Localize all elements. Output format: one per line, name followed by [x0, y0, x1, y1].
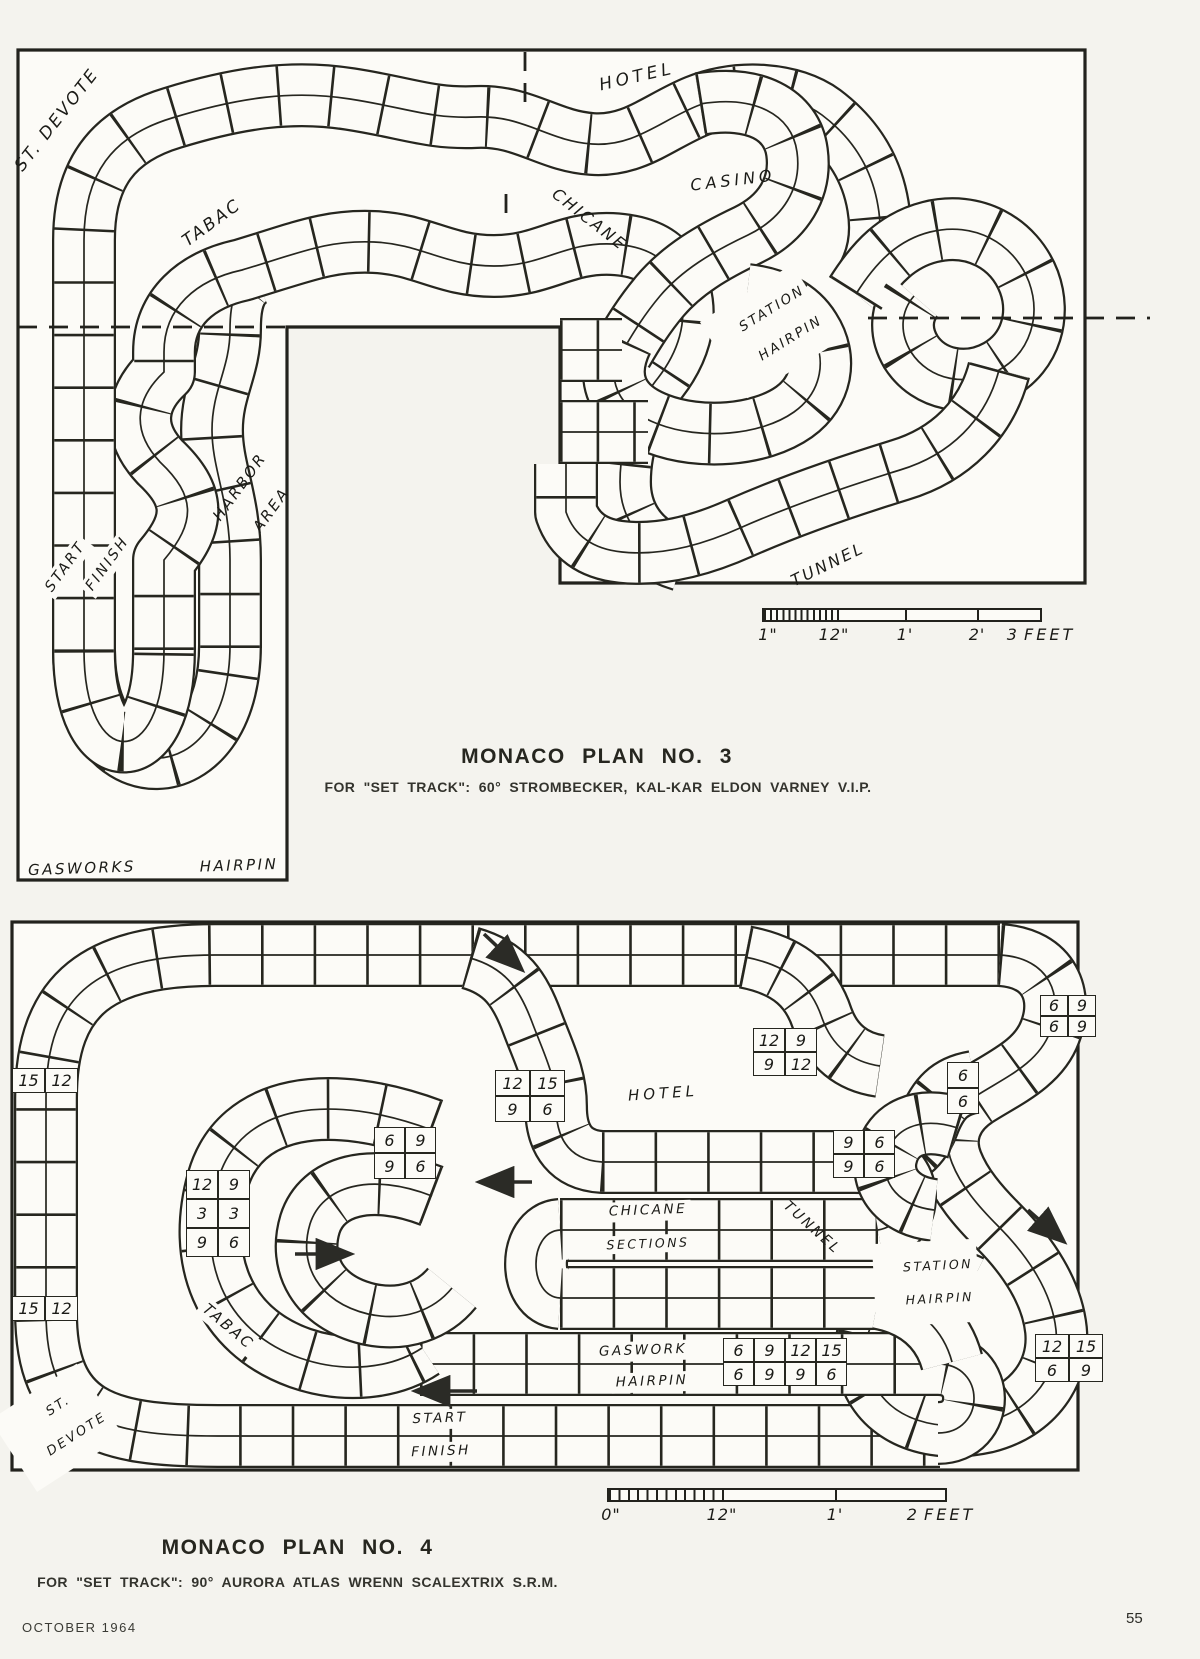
- radius-cell: 6: [947, 1062, 979, 1088]
- direction-arrow: [482, 932, 526, 973]
- plan4-label-chicane: CHICANE: [604, 1199, 692, 1223]
- radius-cell: 15: [816, 1338, 847, 1362]
- radius-cell: 6: [1035, 1358, 1069, 1382]
- plan3-scale-divider-1ft: [905, 610, 907, 620]
- radius-cell: 15: [1069, 1334, 1103, 1358]
- radius-cell: 15: [12, 1068, 45, 1093]
- radius-group-top-right-corner: 6 9 6 9: [1040, 995, 1096, 1037]
- radius-cell: 12: [785, 1338, 816, 1362]
- radius-cell: 12: [495, 1070, 530, 1096]
- radius-group-station-corner: 12 15 6 9: [1035, 1334, 1103, 1382]
- plan3-label-harbor-line2: AREA: [248, 483, 293, 535]
- plan4-label-finish: FINISH: [406, 1441, 476, 1463]
- radius-cell: 6: [374, 1127, 405, 1153]
- plan4-scale-divider-1ft: [835, 1490, 837, 1500]
- direction-arrow: [1026, 1206, 1068, 1245]
- plan3-label-gasworks-hairpin: HAIRPIN: [199, 854, 279, 876]
- radius-cell: 9: [785, 1028, 817, 1052]
- plan4-scale-inch-hatch: [609, 1490, 724, 1500]
- plan4-subtitle: FOR "SET TRACK": 90° AURORA ATLAS WRENN …: [37, 1574, 558, 1590]
- radius-cell: 6: [723, 1338, 754, 1362]
- radius-group-left-upper: 15 12: [12, 1068, 78, 1093]
- radius-group-gaswork-hairpin: 6 9 12 15 6 9 9 6: [723, 1338, 847, 1386]
- plan3-scale-tick-3ft: 3 FEET: [1007, 625, 1075, 644]
- plan4-label-station-line1: STATION: [902, 1256, 974, 1275]
- plan3-scale-unit: FEET: [1024, 625, 1076, 644]
- plan4-label-gaswork: GASWORK: [594, 1339, 692, 1363]
- radius-cell: 9: [754, 1362, 785, 1386]
- radius-cell: 6: [218, 1228, 250, 1257]
- plan4-scale-tick-0in: 0": [601, 1505, 621, 1524]
- plan4-label-start: START: [408, 1408, 472, 1430]
- radius-cell: 15: [12, 1296, 45, 1321]
- plan3-scale-tick-12in: 12": [818, 625, 850, 644]
- radius-cell: 6: [723, 1362, 754, 1386]
- radius-cell: 9: [1069, 1358, 1103, 1382]
- radius-cell: 6: [1040, 995, 1068, 1016]
- radius-group-left-lower: 15 12: [12, 1296, 78, 1321]
- radius-group-hotel-left: 12 15 9 6: [495, 1070, 565, 1122]
- radius-cell: 6: [405, 1153, 436, 1179]
- radius-cell: 9: [186, 1228, 218, 1257]
- radius-cell: 9: [753, 1052, 785, 1076]
- radius-cell: 12: [1035, 1334, 1069, 1358]
- radius-cell: 9: [1068, 995, 1096, 1016]
- radius-cell: 9: [1068, 1016, 1096, 1037]
- plan3-scale-3: 3: [1006, 625, 1018, 644]
- radius-cell: 6: [864, 1130, 895, 1154]
- radius-group-right-straight: 6 6: [947, 1062, 979, 1114]
- radius-cell: 9: [833, 1154, 864, 1178]
- radius-group-loop-top: 6 9 9 6: [374, 1127, 436, 1179]
- page-number: 55: [1126, 1610, 1143, 1627]
- plan4-label-sections: SECTIONS: [602, 1233, 694, 1255]
- radius-cell: 9: [495, 1096, 530, 1122]
- radius-cell: 12: [785, 1052, 817, 1076]
- plan3-scale-tick-1ft: 1': [896, 625, 914, 644]
- radius-cell: 3: [218, 1199, 250, 1228]
- direction-arrows: [295, 932, 1068, 1408]
- plan4-scale-2: 2: [906, 1505, 918, 1524]
- plan4-scale-tick-1ft: 1': [826, 1505, 844, 1524]
- radius-cell: 6: [864, 1154, 895, 1178]
- radius-cell: 9: [833, 1130, 864, 1154]
- radius-group-right-hairpin: 9 6 9 6: [833, 1130, 895, 1178]
- plan3-scale-tick-1in: 1": [758, 625, 778, 644]
- plan3-scale-bar: 1" 12" 1' 2' 3 FEET: [758, 608, 1072, 644]
- radius-cell: 9: [405, 1127, 436, 1153]
- plan4-scale-tick-12in: 12": [706, 1505, 738, 1524]
- plan3-label-gasworks: GASWORKS: [27, 857, 137, 880]
- plan3-scale-inch-hatch: [764, 610, 839, 620]
- plan4-scale-tick-2ft: 2 FEET: [907, 1505, 975, 1524]
- plan4-scale-unit: FEET: [924, 1505, 976, 1524]
- footer-issue-date: OCTOBER 1964: [22, 1620, 137, 1635]
- radius-cell: 9: [785, 1362, 816, 1386]
- radius-cell: 6: [530, 1096, 565, 1122]
- plan3-scale-divider-2ft: [977, 610, 979, 620]
- radius-cell: 9: [374, 1153, 405, 1179]
- radius-cell: 12: [45, 1296, 78, 1321]
- plan3-title: MONACO PLAN NO. 3: [461, 745, 733, 768]
- plan4-label-station-line2: HAIRPIN: [905, 1288, 975, 1308]
- plan3-subtitle: FOR "SET TRACK": 60° STROMBECKER, KAL-KA…: [324, 779, 872, 795]
- radius-group-inner-loop: 12 9 3 3 9 6: [186, 1170, 250, 1257]
- radius-cell: 12: [186, 1170, 218, 1199]
- radius-cell: 12: [753, 1028, 785, 1052]
- plan4-label-st-devote-line1: ST.: [43, 1392, 74, 1420]
- radius-cell: 15: [530, 1070, 565, 1096]
- plan3-scale-tick-2ft: 2': [968, 625, 986, 644]
- radius-cell: 6: [816, 1362, 847, 1386]
- radius-cell: 9: [754, 1338, 785, 1362]
- radius-cell: 6: [947, 1088, 979, 1114]
- plan3-board-joint-dashes: [18, 52, 1150, 329]
- radius-cell: 9: [218, 1170, 250, 1199]
- plan4-title: MONACO PLAN NO. 4: [161, 1536, 434, 1559]
- radius-cell: 6: [1040, 1016, 1068, 1037]
- plan4-label-station-hairpin: STATION HAIRPIN: [871, 1238, 981, 1328]
- radius-group-hotel-right: 12 9 9 12: [753, 1028, 817, 1076]
- plan4-label-gaswork-hairpin: HAIRPIN: [611, 1370, 693, 1394]
- plan4-scale-bar: 0" 12" 1' 2 FEET: [601, 1488, 972, 1524]
- radius-cell: 3: [186, 1199, 218, 1228]
- radius-cell: 12: [45, 1068, 78, 1093]
